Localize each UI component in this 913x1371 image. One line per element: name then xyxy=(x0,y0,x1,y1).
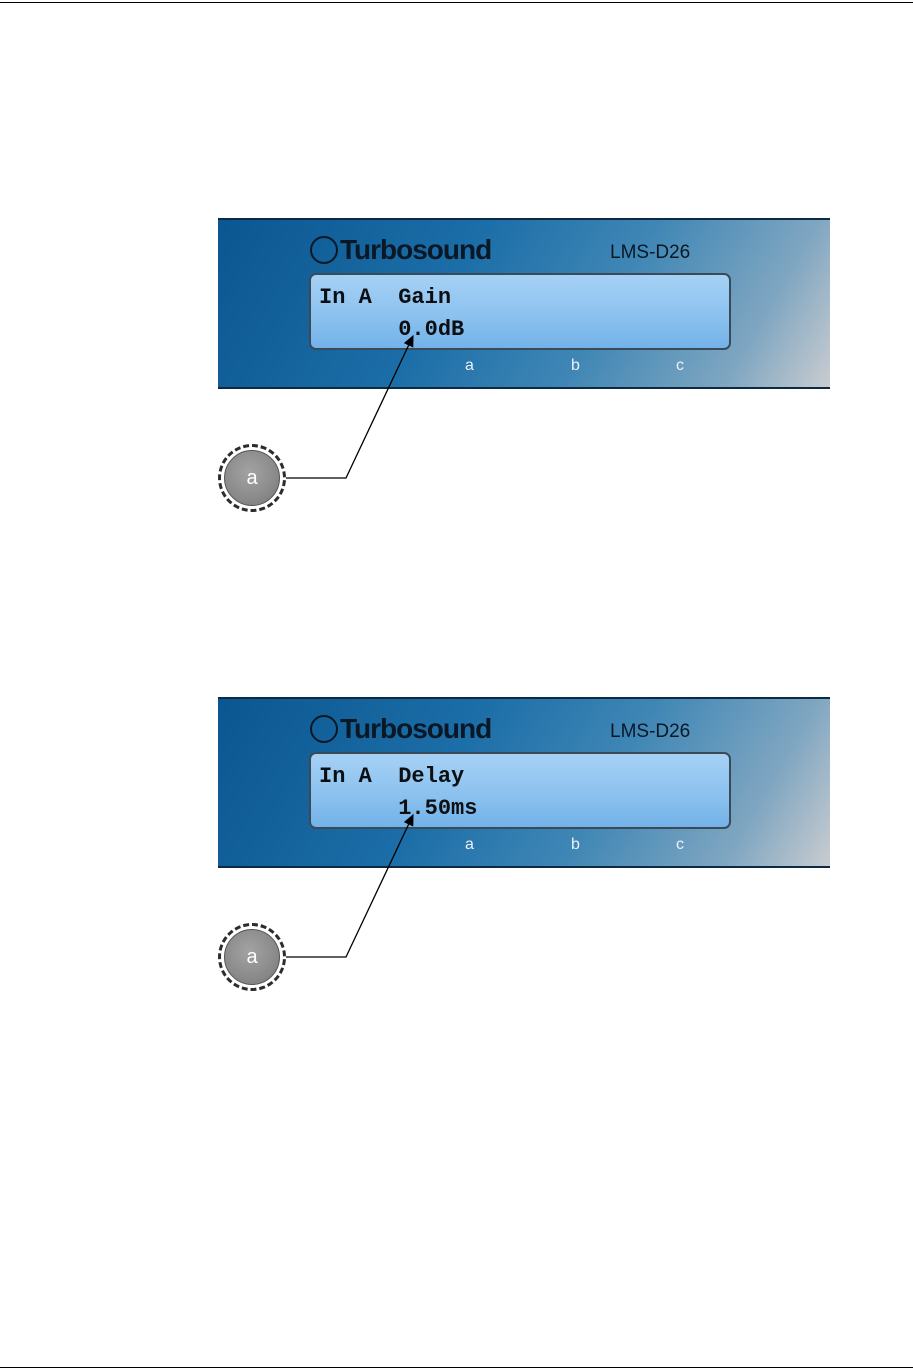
lcd-line-1: In A Delay xyxy=(319,764,465,789)
model-label: LMS-D26 xyxy=(610,721,691,742)
front-panel: Turbosound LMS-D26 In A Gain 0.0dB a b c xyxy=(218,218,830,389)
logo-ring-icon xyxy=(310,236,338,264)
softkey-a-label: a xyxy=(465,357,474,374)
gain-figure: Turbosound LMS-D26 In A Gain 0.0dB a b c… xyxy=(218,218,830,528)
knob-face: a xyxy=(224,929,280,985)
turbosound-logo: Turbosound xyxy=(310,713,492,745)
knob-label: a xyxy=(246,945,258,968)
knob-label: a xyxy=(246,466,258,489)
callout-leader xyxy=(286,334,414,479)
turbosound-logo: Turbosound xyxy=(310,234,492,266)
delay-figure: Turbosound LMS-D26 In A Delay 1.50ms a b… xyxy=(218,697,830,1007)
model-label: LMS-D26 xyxy=(610,242,691,263)
leader-line xyxy=(286,813,414,958)
brand-name: Turbosound xyxy=(340,234,492,265)
callout-leader xyxy=(286,813,414,958)
brand-name: Turbosound xyxy=(340,713,492,744)
encoder-knob[interactable]: a xyxy=(218,923,286,991)
leader-line xyxy=(286,334,414,479)
encoder-knob[interactable]: a xyxy=(218,444,286,512)
logo-ring-icon xyxy=(310,715,338,743)
softkey-a-label: a xyxy=(465,836,474,853)
softkey-c-label: c xyxy=(676,357,684,374)
front-panel: Turbosound LMS-D26 In A Delay 1.50ms a b… xyxy=(218,697,830,868)
softkey-c-label: c xyxy=(676,836,684,853)
lcd-display: In A Delay 1.50ms xyxy=(309,752,731,829)
lcd-display: In A Gain 0.0dB xyxy=(309,273,731,350)
lcd-line-1: In A Gain xyxy=(319,285,452,310)
knob-face: a xyxy=(224,450,280,506)
softkey-b-label: b xyxy=(571,836,580,853)
page-top-rule xyxy=(0,2,913,3)
page-bottom-rule xyxy=(0,1367,913,1368)
softkey-b-label: b xyxy=(571,357,580,374)
